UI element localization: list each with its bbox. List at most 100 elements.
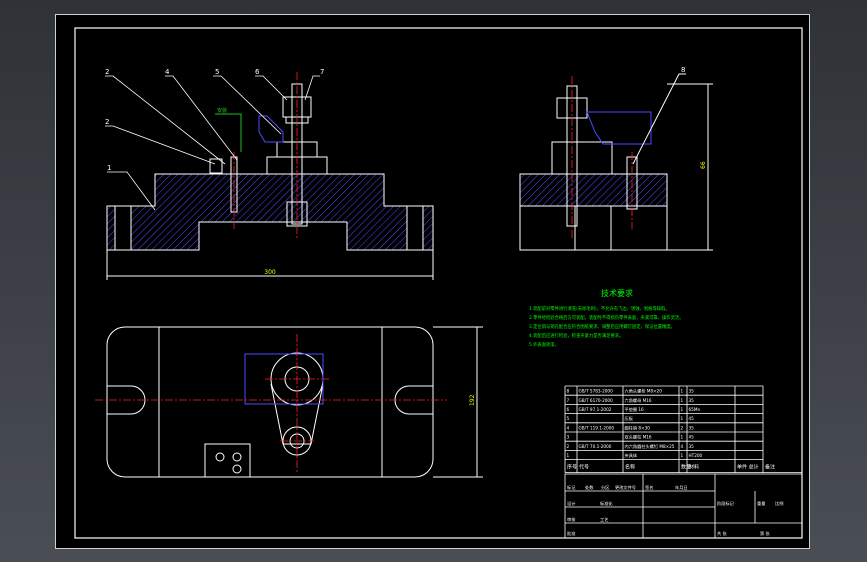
tech-line-4: 4.装配后应进行检验，检查夹紧力是否满足要求。 <box>529 332 623 339</box>
bom-cell: 平垫圈 16 <box>625 406 645 413</box>
bom-cell: 35 <box>689 444 695 449</box>
tech-title: 技术要求 <box>601 288 633 298</box>
bom-cell: 7 <box>567 398 570 403</box>
front-view <box>106 83 434 280</box>
bom-header-cell: 序号 <box>567 464 577 471</box>
side-height-dim: 66 <box>700 161 707 169</box>
bom-cell: 3 <box>567 435 570 440</box>
title-block-cell: 年月日 <box>675 484 688 491</box>
bom-cell: 1 <box>681 398 684 403</box>
title-block-text: 标记处数分区更改文件号签名年月日设计标准化审核工艺批准阶段标记重量比例共 张第 … <box>567 484 783 537</box>
bom-cell: GB/T 6170-2000 <box>579 398 614 403</box>
bom-cell: GB/T 5783-2000 <box>579 389 614 394</box>
bom-cell: 45 <box>689 435 695 440</box>
bom-cell: 2 <box>567 444 570 449</box>
title-block-cell: 重量 <box>757 500 765 507</box>
bom-cell: 1 <box>681 407 684 412</box>
front-green-label: 安装 <box>217 107 227 114</box>
bom-cell: 45 <box>689 416 695 421</box>
title-block-cell: 设计 <box>567 500 575 507</box>
title-block-cell: 批准 <box>567 530 575 537</box>
top-centerlines <box>95 334 447 474</box>
swing-arm <box>258 115 284 143</box>
assembly-drawing: 300 安装 1 2 2 4 <box>55 14 810 549</box>
bom-cell: 4 <box>681 444 684 449</box>
bom-header-cell: 名称 <box>625 464 635 471</box>
bom-cell: 双头螺柱 M16 <box>625 434 652 441</box>
top-height-dim: 192 <box>469 394 476 406</box>
bom-cell: 六角头螺栓 M8×20 <box>625 388 663 395</box>
bom-header-cell: 数量 <box>681 464 691 471</box>
bom-cell: 圆柱销 8×30 <box>625 424 651 431</box>
callout-8: 8 <box>681 66 685 74</box>
side-swing-arm <box>586 111 652 145</box>
callout-2a: 2 <box>105 118 109 126</box>
callout-7: 7 <box>320 68 324 76</box>
bom-cell: 1 <box>567 453 570 458</box>
pin-head <box>209 158 223 174</box>
title-block-cell: 标准化 <box>600 500 613 507</box>
bom-cell: 6 <box>567 407 570 412</box>
title-block-cell: 阶段标记 <box>717 500 735 507</box>
title-block-cell: 更改文件号 <box>615 484 636 491</box>
title-block-cell: 工艺 <box>600 517 608 522</box>
bom-cell: 1 <box>681 416 684 421</box>
right-foot-slot <box>406 205 424 251</box>
tech-line-3: 3.定位销与销孔配合应符合图纸要求，调整后应用螺钉固定，保证位置精度。 <box>529 323 675 330</box>
bom-cell: 1 <box>681 389 684 394</box>
top-base-plate <box>106 326 434 478</box>
tech-line-5: 5.外表面喷漆。 <box>529 341 559 348</box>
title-block-cell: 比例 <box>775 500 783 507</box>
bom-cell: 压板 <box>625 415 634 422</box>
title-block-cell: 签名 <box>645 484 653 491</box>
callout-6: 6 <box>255 68 260 76</box>
bom-header-cell: 单件 总计 <box>737 464 759 471</box>
title-block-cell: 审核 <box>567 516 576 523</box>
bom-cell: 1 <box>681 453 684 458</box>
bom-cell: 8 <box>567 389 570 394</box>
callout-4: 4 <box>165 68 170 76</box>
side-centerlines <box>571 76 633 240</box>
bom-cell: 5 <box>567 416 570 421</box>
front-width-dim: 300 <box>264 269 276 276</box>
tech-line-1: 1.装配前对零件进行清洗(去除毛刺)，不允许有飞边、锈蚀、划痕等缺陷。 <box>529 305 670 312</box>
bom-cell: GB/T 97.1-2002 <box>579 407 612 412</box>
bom-header-cell: 材料 <box>689 464 699 471</box>
bom-cell: HT200 <box>689 453 703 458</box>
callout-2b: 2 <box>105 68 109 76</box>
side-support <box>551 141 613 175</box>
bom-header-cell: 代号 <box>579 464 589 471</box>
title-block-cell: 标记 <box>567 484 576 491</box>
callout-5: 5 <box>215 68 219 76</box>
bom-cell: 4 <box>567 425 570 430</box>
bom-cell: 35 <box>689 398 695 403</box>
front-leaders <box>105 75 320 211</box>
pin-block <box>204 443 251 478</box>
title-block-cell: 第 张 <box>760 530 771 537</box>
base-body-section <box>106 173 434 251</box>
outer-border <box>55 14 810 549</box>
bom-cell: 2 <box>681 425 684 430</box>
bom-cell: 35 <box>689 425 695 430</box>
title-block <box>564 473 803 539</box>
inner-border <box>74 27 803 539</box>
title-block-cell: 分区 <box>601 484 609 491</box>
bom-cell: 65Mn <box>689 407 701 412</box>
bom-cell: 内六角圆柱头螺钉 M8×25 <box>625 443 675 450</box>
tech-line-2: 2.零件经检验合格后方可装配，装配时不得损伤零件表面，夹紧可靠、操作灵活。 <box>529 314 684 321</box>
left-foot-slot <box>114 205 132 251</box>
front-green-leader <box>215 113 242 152</box>
bom-cell: 35 <box>689 389 695 394</box>
bom-cell: 六角螺母 M16 <box>625 397 652 404</box>
title-block-cell: 处数 <box>585 484 594 491</box>
bom-cell: 夹具体 <box>625 452 638 459</box>
callout-1: 1 <box>107 164 111 172</box>
side-view <box>519 73 713 251</box>
bom-cell: GB/T 70.1-2000 <box>579 444 612 449</box>
bom-header-cell: 备注 <box>765 464 775 471</box>
top-view <box>106 326 483 478</box>
front-centerlines <box>233 72 298 239</box>
bom-cell: GB/T 119.1-2000 <box>579 425 615 430</box>
